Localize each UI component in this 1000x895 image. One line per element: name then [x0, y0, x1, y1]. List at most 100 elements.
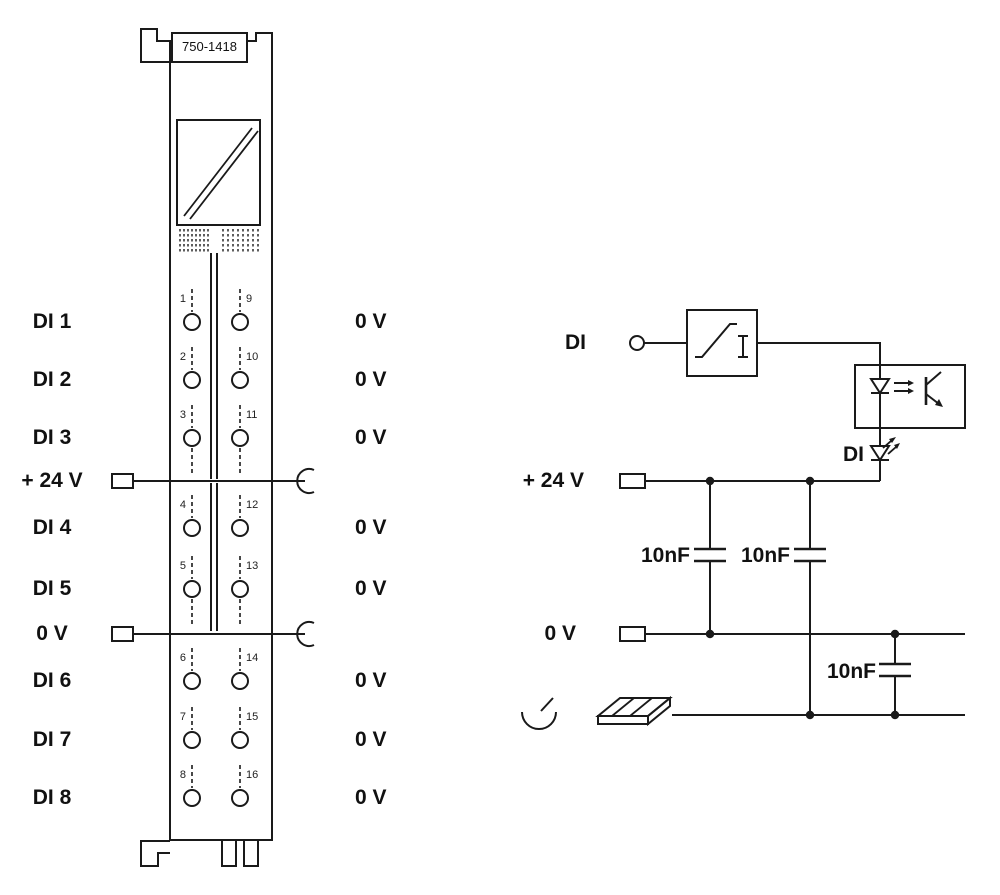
supply-24v-label: + 24 V: [522, 469, 584, 492]
bottom-prong-icon: [221, 839, 237, 867]
module-channel-label: DI 6: [32, 669, 72, 692]
jumper-contact-hook-icon: [296, 468, 315, 494]
power-jumper-24v: [111, 468, 315, 494]
junction-dot: [805, 710, 815, 720]
module-channel-label: DI 4: [32, 516, 72, 539]
module-channel-label: DI 3: [32, 426, 72, 449]
bus-spine: [210, 253, 218, 631]
flat-plug-icon: [111, 626, 134, 642]
capacitor-label: 10nF: [826, 660, 876, 683]
capacitor-icon: [794, 481, 826, 715]
terminal-contact: [231, 371, 249, 389]
module-0v-label: 0 V: [355, 426, 387, 449]
terminal-number: 2: [179, 351, 186, 363]
terminal-contact: [183, 313, 201, 331]
terminal-number: 12: [246, 499, 259, 511]
terminal-contact: [231, 429, 249, 447]
electronics-symbol-box: [176, 119, 261, 226]
terminal-number: 6: [179, 652, 186, 664]
phototransistor-icon: [924, 371, 943, 407]
terminal-contact: [231, 580, 249, 598]
terminal-contact: [183, 731, 201, 749]
flat-plug-icon: [111, 473, 134, 489]
terminal-contact: [231, 789, 249, 807]
terminal-contact: [231, 672, 249, 690]
terminal-number: 15: [246, 711, 259, 723]
din-rail-icon: [595, 695, 673, 727]
power-jumper-0v: [111, 621, 315, 647]
status-led-icon: [869, 437, 900, 481]
terminal-contact: [183, 429, 201, 447]
terminal-number: 9: [246, 293, 253, 305]
optocoupler-box: [854, 364, 966, 429]
flat-plug-icon: [619, 473, 646, 489]
module-0v-feed-label: 0 V: [36, 622, 68, 645]
terminal-number: 1: [179, 293, 186, 305]
di-input-label: DI: [565, 331, 586, 354]
optocoupler-icon: [869, 365, 943, 446]
terminal-contact: [231, 313, 249, 331]
module-0v-label: 0 V: [355, 368, 387, 391]
module-0v-label: 0 V: [355, 786, 387, 809]
terminal-number: 4: [179, 499, 186, 511]
terminal-number: 7: [179, 711, 186, 723]
terminal-number: 11: [246, 409, 258, 421]
terminal-number: 13: [246, 560, 259, 572]
part-number-box: [171, 32, 248, 63]
module-supply-label: + 24 V: [21, 469, 83, 492]
capacitor-icon: [879, 634, 911, 715]
module-0v-label: 0 V: [355, 577, 387, 600]
rail-0v-label: 0 V: [544, 622, 576, 645]
part-number-label: 750-1418: [182, 39, 237, 54]
led-flash-icon: [882, 440, 897, 455]
terminal-contact: [183, 789, 201, 807]
terminal-number: 8: [179, 769, 186, 781]
terminal-contact: [231, 731, 249, 749]
capacitor-label: 10nF: [640, 544, 690, 567]
module-channel-label: DI 5: [32, 577, 72, 600]
module-0v-label: 0 V: [355, 516, 387, 539]
jumper-contact-hook-icon: [296, 621, 315, 647]
input-filter-icon: [695, 323, 748, 358]
terminal-contact: [183, 672, 201, 690]
flat-plug-icon: [619, 626, 646, 642]
light-arrows-icon: [894, 382, 908, 392]
connector-comb: [179, 229, 259, 252]
terminal-number: 5: [179, 560, 186, 572]
supply-rail-24v: [619, 473, 880, 489]
input-circuit-schematic: [521, 309, 966, 730]
terminal-number: 14: [246, 652, 259, 664]
bottom-prong-icon: [243, 839, 259, 867]
mounting-clip-top-icon: [140, 28, 172, 63]
di-input-terminal-icon: [629, 335, 645, 351]
module-0v-label: 0 V: [355, 310, 387, 333]
terminal-contact: [183, 519, 201, 537]
terminal-contact: [183, 371, 201, 389]
capacitor-icon: [694, 481, 726, 634]
terminal-contacts: [183, 313, 249, 807]
terminal-number: 10: [246, 351, 259, 363]
mounting-foot-bottom-icon: [140, 840, 170, 867]
module-0v-label: 0 V: [355, 669, 387, 692]
capacitor-label: 10nF: [740, 544, 790, 567]
electronics-symbol-diagonal: [183, 127, 259, 220]
led-di-label: DI: [843, 443, 864, 466]
input-filter-box: [686, 309, 758, 377]
module-channel-label: DI 1: [32, 310, 72, 333]
io-module-drawing: [111, 28, 315, 867]
earth-rail: [672, 710, 965, 720]
module-0v-label: 0 V: [355, 728, 387, 751]
terminal-number: 16: [246, 769, 259, 781]
module-channel-label: DI 2: [32, 368, 72, 391]
zero-volt-rail: [619, 626, 965, 642]
module-channel-label: DI 8: [32, 786, 72, 809]
terminal-number: 3: [179, 409, 186, 421]
module-channel-label: DI 7: [32, 728, 72, 751]
junction-dot: [705, 629, 715, 639]
terminal-contact: [183, 580, 201, 598]
junction-dot: [890, 710, 900, 720]
led-diode-icon: [869, 378, 891, 395]
terminal-contact: [231, 519, 249, 537]
